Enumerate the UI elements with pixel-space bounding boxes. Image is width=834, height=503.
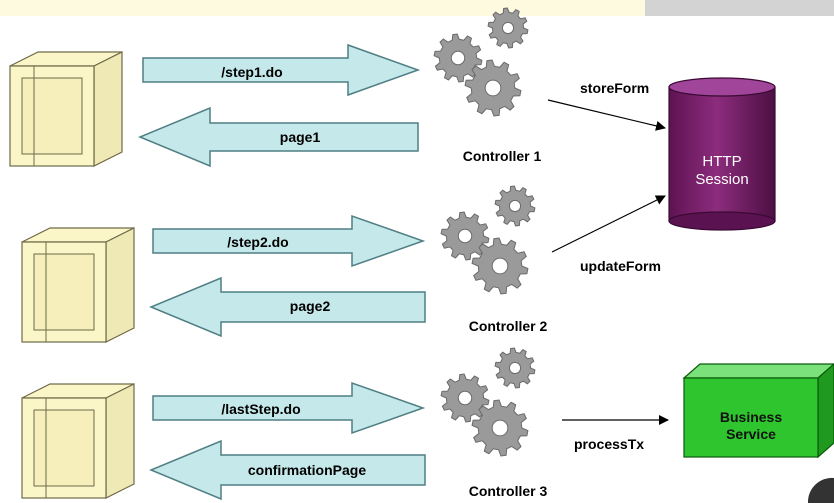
request-arrow-2: /step2.do [152,214,426,268]
process-tx-label: processTx [574,436,644,452]
gear-hole [508,199,522,213]
gear-hole [491,419,509,437]
gear-hole [450,50,466,66]
gear-hole [508,361,522,375]
client-monitor-3 [21,383,135,499]
http-session-cylinder: HTTP Session [668,77,776,231]
response-label: page1 [280,129,321,145]
gear-hole [484,79,502,97]
gear-hole [457,390,473,406]
controller-gears-3 [440,347,536,457]
row-3: /lastStep.do confirmationPage Controller… [21,347,548,501]
row-2: /step2.do page2 Controller 2 [21,185,548,343]
controller-label: Controller 1 [463,148,542,164]
response-arrow-3: confirmationPage [149,439,426,501]
corner-decoration [807,477,834,503]
request-label: /step1.do [221,64,282,80]
store-form-label: storeForm [580,80,649,96]
response-arrow-2: page2 [149,276,426,338]
request-label: /lastStep.do [221,401,300,417]
controller-label: Controller 3 [469,483,548,499]
top-banner-gray [645,0,834,16]
response-label: confirmationPage [248,462,366,478]
service-label-line1: Business [720,409,782,425]
request-arrow-1: /step1.do [142,43,421,97]
request-label: /step2.do [227,234,288,250]
controller-label: Controller 2 [469,318,548,334]
gear-hole [457,228,473,244]
top-banner [0,0,645,16]
client-monitor-2 [21,227,135,343]
gear-hole [501,21,515,35]
service-label-line2: Service [726,426,776,442]
request-arrow-3: /lastStep.do [152,381,426,435]
session-label-line1: HTTP [702,153,741,170]
business-service-box: Business Service [682,363,834,459]
response-arrow-1: page1 [138,106,419,168]
update-form-connector [551,195,666,253]
gear-hole [491,257,509,275]
update-form-label: updateForm [580,258,661,274]
row-1: /step1.do page1 Controller 1 [9,7,542,168]
controller-gears-2 [440,185,536,295]
session-label-line2: Session [695,171,748,188]
response-label: page2 [290,298,331,314]
controller-gears-1 [433,7,529,117]
client-monitor-1 [9,51,123,167]
store-form-connector [547,99,666,131]
